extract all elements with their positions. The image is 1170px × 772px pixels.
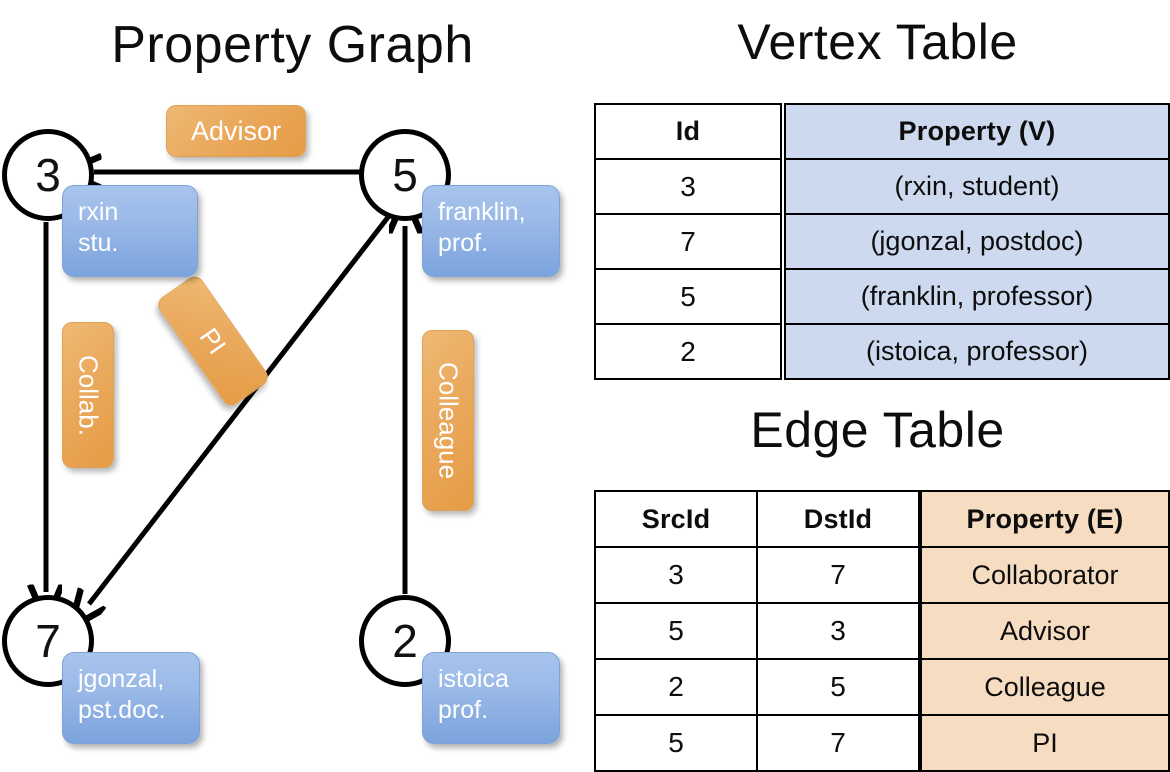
property-graph-diagram: Advisor Collab. PI Colleague 3 5 7 2 rxi…	[0, 0, 585, 760]
node-property-box-3-line2: stu.	[78, 229, 119, 257]
table-row[interactable]: 5 3	[594, 602, 920, 660]
node-property-box-3-line1: rxin	[78, 198, 119, 226]
edge-table-header-dstid: DstId	[756, 490, 920, 548]
table-row[interactable]: (jgonzal, postdoc)	[784, 213, 1170, 270]
node-property-box-2[interactable]: istoica prof.	[422, 652, 560, 744]
edge-table-cell-dstid: 7	[756, 546, 920, 604]
edge-table-cell-property: Advisor	[920, 602, 1170, 660]
vertex-table-header-property: Property (V)	[784, 103, 1170, 160]
edge-table-cell-dstid: 3	[756, 602, 920, 660]
edge-table-cell-srcid: 5	[594, 602, 758, 660]
node-property-box-5-line2: prof.	[438, 229, 489, 257]
node-property-box-7[interactable]: jgonzal, pst.doc.	[62, 652, 200, 744]
vertex-table-cell-id: 7	[594, 213, 782, 270]
table-row[interactable]: 5	[594, 268, 782, 325]
section-title-vertex-table: Vertex Table	[737, 14, 1018, 70]
node-property-box-2-line1: istoica	[438, 665, 509, 693]
graph-node-3-id: 3	[35, 149, 61, 201]
table-row[interactable]: 5 7	[594, 714, 920, 772]
arrow-5-to-7	[89, 210, 394, 604]
edge-table-cell-srcid: 2	[594, 658, 758, 716]
vertex-table-header-id: Id	[594, 103, 782, 160]
edge-table-cell-dstid: 7	[756, 714, 920, 772]
node-property-box-5[interactable]: franklin, prof.	[422, 185, 560, 277]
table-row[interactable]: 3	[594, 158, 782, 215]
vertex-table-cell-id: 5	[594, 268, 782, 325]
edge-label-pi-text: PI	[194, 322, 233, 360]
table-row[interactable]: (rxin, student)	[784, 158, 1170, 215]
node-property-box-3[interactable]: rxin stu.	[62, 185, 198, 277]
vertex-table-cell-property: (franklin, professor)	[784, 268, 1170, 325]
edge-table-id-columns: SrcId DstId 3 7 5 3 2 5 5 7	[594, 490, 920, 772]
section-title-edge-table: Edge Table	[750, 402, 1005, 458]
table-row[interactable]: 7	[594, 213, 782, 270]
graph-node-2[interactable]: 2	[359, 595, 451, 687]
edge-label-collab[interactable]: Collab.	[62, 322, 114, 468]
vertex-table-cell-property: (istoica, professor)	[784, 323, 1170, 380]
graph-node-7-id: 7	[35, 615, 61, 667]
node-property-box-5-line1: franklin,	[438, 198, 526, 226]
edge-table-header-property: Property (E)	[920, 490, 1170, 548]
table-row[interactable]: Colleague	[920, 658, 1170, 716]
graph-node-2-id: 2	[392, 615, 418, 667]
vertex-table-cell-property: (jgonzal, postdoc)	[784, 213, 1170, 270]
edge-table-cell-srcid: 5	[594, 714, 758, 772]
graph-edge-arrows	[0, 0, 585, 760]
edge-table-property-column: Property (E) Collaborator Advisor Collea…	[920, 490, 1170, 772]
table-header-row: Id	[594, 103, 782, 160]
table-row[interactable]: 2 5	[594, 658, 920, 716]
edge-label-advisor-text: Advisor	[190, 115, 282, 146]
table-row[interactable]: 2	[594, 323, 782, 380]
vertex-table-property-column: Property (V) (rxin, student) (jgonzal, p…	[784, 103, 1170, 380]
edge-table-header-srcid: SrcId	[594, 490, 758, 548]
table-header-row: SrcId DstId	[594, 490, 920, 548]
edge-label-advisor[interactable]: Advisor	[166, 105, 306, 157]
node-property-box-7-line2: pst.doc.	[78, 696, 166, 724]
table-row[interactable]: PI	[920, 714, 1170, 772]
node-property-box-7-line1: jgonzal,	[78, 665, 165, 693]
graph-node-5-id: 5	[392, 149, 418, 201]
page-title-property-graph: Property Graph	[111, 16, 474, 74]
edge-label-colleague-text: Colleague	[433, 361, 464, 480]
node-property-box-2-line2: prof.	[438, 696, 489, 724]
table-row[interactable]: Advisor	[920, 602, 1170, 660]
edge-label-collab-text: Collab.	[73, 354, 104, 436]
table-header-row: Property (V)	[784, 103, 1170, 160]
edge-table-cell-property: Collaborator	[920, 546, 1170, 604]
edge-table-cell-srcid: 3	[594, 546, 758, 604]
edge-label-colleague[interactable]: Colleague	[422, 330, 474, 511]
table-header-row: Property (E)	[920, 490, 1170, 548]
vertex-table-id-column: Id 3 7 5 2	[594, 103, 782, 380]
table-row[interactable]: (istoica, professor)	[784, 323, 1170, 380]
table-row[interactable]: (franklin, professor)	[784, 268, 1170, 325]
vertex-table-cell-id: 2	[594, 323, 782, 380]
edge-table-cell-property: PI	[920, 714, 1170, 772]
vertex-table-cell-id: 3	[594, 158, 782, 215]
table-row[interactable]: Collaborator	[920, 546, 1170, 604]
table-row[interactable]: 3 7	[594, 546, 920, 604]
edge-table-cell-property: Colleague	[920, 658, 1170, 716]
edge-table-cell-dstid: 5	[756, 658, 920, 716]
vertex-table-cell-property: (rxin, student)	[784, 158, 1170, 215]
